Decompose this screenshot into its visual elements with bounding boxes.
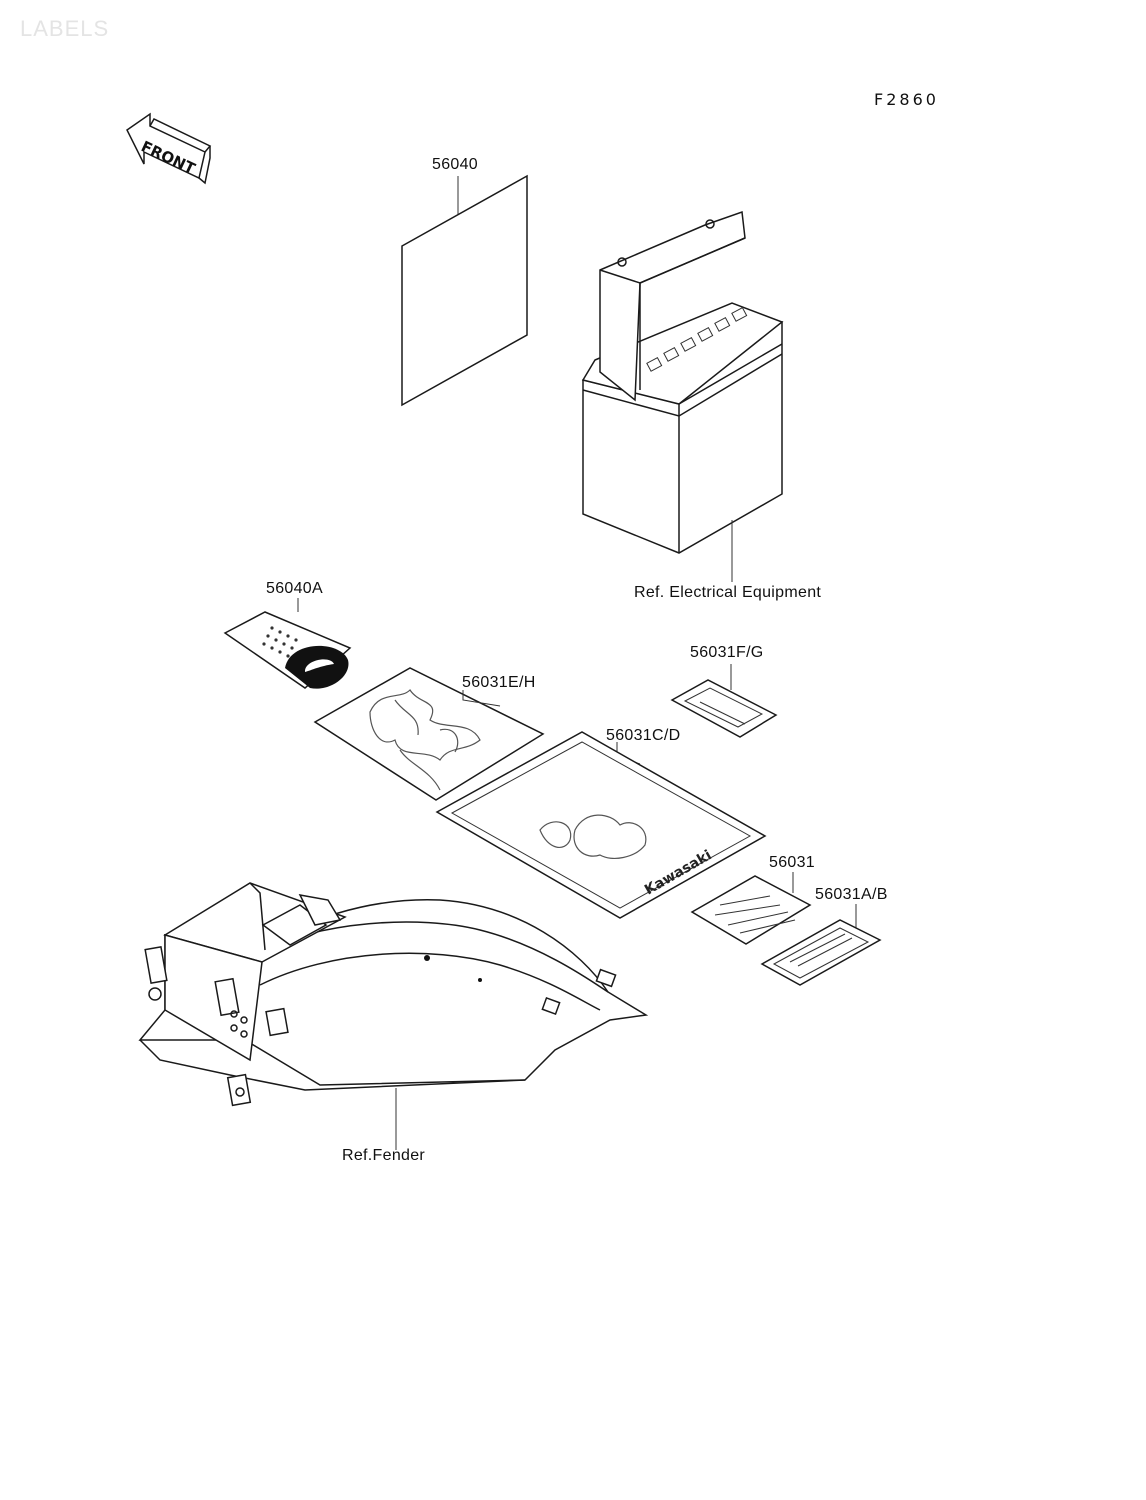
watermark-title: LABELS xyxy=(20,16,110,41)
part-number-56040a: 56040A xyxy=(266,580,323,597)
ref-electrical-equipment: Ref. Electrical Equipment xyxy=(634,584,822,601)
part-number-56031: 56031 xyxy=(769,854,815,871)
battery-illustration xyxy=(581,210,784,582)
part-number-56031eh: 56031E/H xyxy=(462,674,536,691)
rear-fender-illustration xyxy=(138,882,649,1150)
label-56031-plate xyxy=(690,872,812,945)
part-number-56031fg: 56031F/G xyxy=(690,644,764,661)
part-number-56031cd: 56031C/D xyxy=(606,727,681,744)
label-56031fg-plate xyxy=(670,664,778,738)
figure-code: F2860 xyxy=(874,90,939,109)
part-number-56031ab: 56031A/B xyxy=(815,886,888,903)
label-56040a-decal xyxy=(223,598,352,689)
front-direction-arrow-icon: FRONT xyxy=(126,112,212,185)
label-56031ab-plate xyxy=(760,904,882,986)
ref-fender: Ref.Fender xyxy=(342,1147,426,1164)
part-number-56040: 56040 xyxy=(432,156,478,173)
label-56040-sheet xyxy=(401,174,528,407)
label-56031eh-sheet xyxy=(313,667,545,801)
